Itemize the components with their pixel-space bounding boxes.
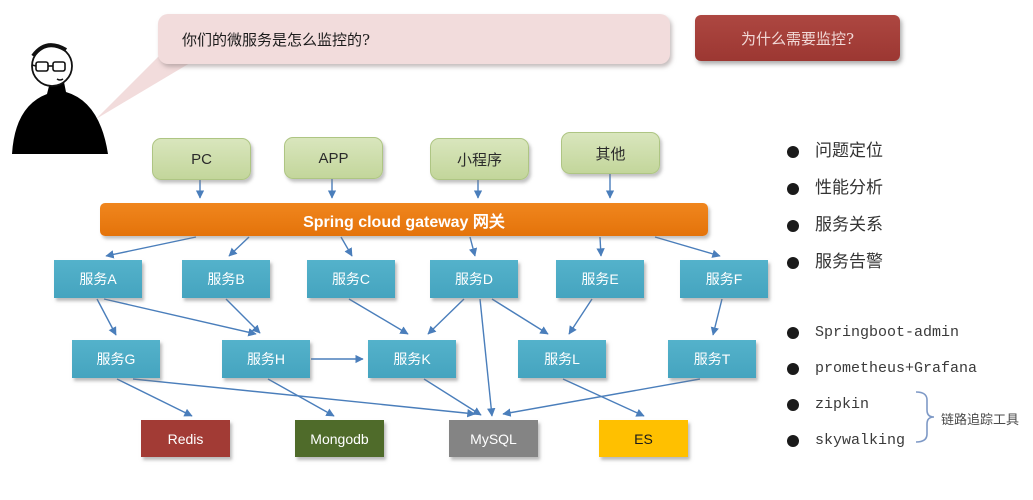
datastore-mongodb: Mongodb (295, 420, 384, 457)
service-box-t: 服务T (668, 340, 756, 378)
benefit-label: 服务告警 (815, 252, 883, 272)
list-item: skywalking (787, 423, 977, 459)
list-item: 性能分析 (787, 170, 883, 207)
client-box-other: 其他 (561, 132, 660, 174)
gateway-bar: Spring cloud gateway 网关 (100, 203, 708, 236)
gateway-label: Spring cloud gateway 网关 (303, 213, 505, 231)
datastore-label: ES (634, 430, 653, 447)
service-label: 服务C (331, 271, 371, 287)
service-box-g: 服务G (72, 340, 160, 378)
bullet-icon (787, 435, 799, 447)
service-label: 服务T (693, 351, 731, 367)
question-box: 为什么需要监控? (695, 15, 900, 61)
list-item: 服务关系 (787, 207, 883, 244)
person-icon (12, 43, 108, 154)
tool-label: Springboot-admin (815, 324, 960, 341)
service-label: 服务B (207, 271, 245, 287)
tools-list: Springboot-admin prometheus+Grafana zipk… (787, 315, 977, 459)
datastore-label: Redis (167, 430, 204, 447)
list-item: Springboot-admin (787, 315, 977, 351)
client-label: 小程序 (456, 151, 502, 169)
client-label: 其他 (595, 145, 626, 163)
list-item: zipkin (787, 387, 977, 423)
datastore-label: MySQL (470, 430, 517, 447)
bullet-icon (787, 399, 799, 411)
tool-label: zipkin (815, 396, 870, 413)
tracing-tools-brace (915, 391, 935, 443)
client-label: PC (191, 150, 212, 168)
bullet-icon (787, 256, 799, 269)
tool-label: skywalking (815, 432, 906, 449)
service-label: 服务H (246, 351, 286, 367)
service-label: 服务K (393, 351, 431, 367)
service-box-l: 服务L (518, 340, 606, 378)
speech-bubble-tail (96, 50, 190, 119)
service-box-e: 服务E (556, 260, 644, 298)
service-label: 服务A (79, 271, 117, 287)
service-box-c: 服务C (307, 260, 395, 298)
service-label: 服务F (705, 271, 743, 287)
service-box-a: 服务A (54, 260, 142, 298)
tracing-tools-label: 链路追踪工具 (941, 413, 1020, 428)
speech-bubble: 你们的微服务是怎么监控的? (158, 14, 670, 64)
client-box-app: APP (284, 137, 383, 179)
bullet-icon (787, 182, 799, 195)
service-label: 服务G (96, 351, 136, 367)
datastore-label: Mongodb (310, 430, 369, 447)
client-box-pc: PC (152, 138, 251, 180)
client-label: APP (318, 149, 349, 167)
list-item: 问题定位 (787, 133, 883, 170)
service-box-h: 服务H (222, 340, 310, 378)
service-label: 服务D (454, 271, 494, 287)
benefit-label: 性能分析 (815, 178, 883, 198)
tool-label: prometheus+Grafana (815, 360, 978, 377)
question-box-text: 为什么需要监控? (740, 29, 855, 48)
datastore-redis: Redis (141, 420, 230, 457)
speech-bubble-text: 你们的微服务是怎么监控的? (182, 30, 371, 49)
service-label: 服务L (544, 351, 580, 367)
service-box-k: 服务K (368, 340, 456, 378)
bullet-icon (787, 219, 799, 232)
bullet-icon (787, 145, 799, 158)
service-box-f: 服务F (680, 260, 768, 298)
bullet-icon (787, 363, 799, 375)
client-box-miniprogram: 小程序 (430, 138, 529, 180)
service-label: 服务E (581, 271, 619, 287)
service-box-d: 服务D (430, 260, 518, 298)
list-item: prometheus+Grafana (787, 351, 977, 387)
datastore-es: ES (599, 420, 688, 457)
datastore-mysql: MySQL (449, 420, 538, 457)
list-item: 服务告警 (787, 244, 883, 281)
benefit-label: 问题定位 (815, 141, 883, 161)
benefit-label: 服务关系 (815, 215, 883, 235)
service-box-b: 服务B (182, 260, 270, 298)
benefits-list: 问题定位 性能分析 服务关系 服务告警 (787, 133, 883, 281)
bullet-icon (787, 327, 799, 339)
